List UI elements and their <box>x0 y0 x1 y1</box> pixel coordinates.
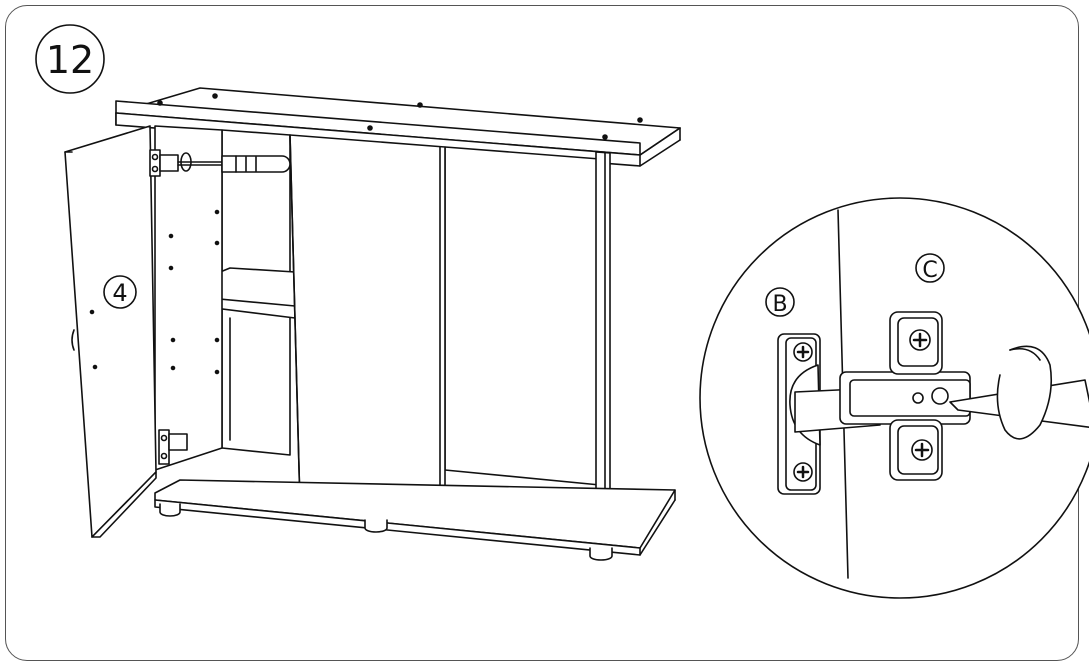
plate-label: B <box>772 292 787 317</box>
cabinet <box>115 87 681 561</box>
plate-label-circle <box>765 287 795 317</box>
door-label: 4 <box>112 279 127 307</box>
open-door: 4 <box>64 125 157 538</box>
screwdriver-icon <box>177 155 291 173</box>
hinge-icon <box>794 311 971 481</box>
bottom-hinge <box>158 429 188 465</box>
step-number-badge: 12 <box>35 24 105 94</box>
hinge-label-circle <box>915 253 945 283</box>
step-number: 12 <box>46 38 94 82</box>
detail-callout: B C <box>699 197 1089 599</box>
screw-icon <box>949 345 1089 440</box>
top-hinge <box>149 149 192 177</box>
door-label-circle <box>103 275 137 309</box>
hinge-label: C <box>922 258 937 283</box>
